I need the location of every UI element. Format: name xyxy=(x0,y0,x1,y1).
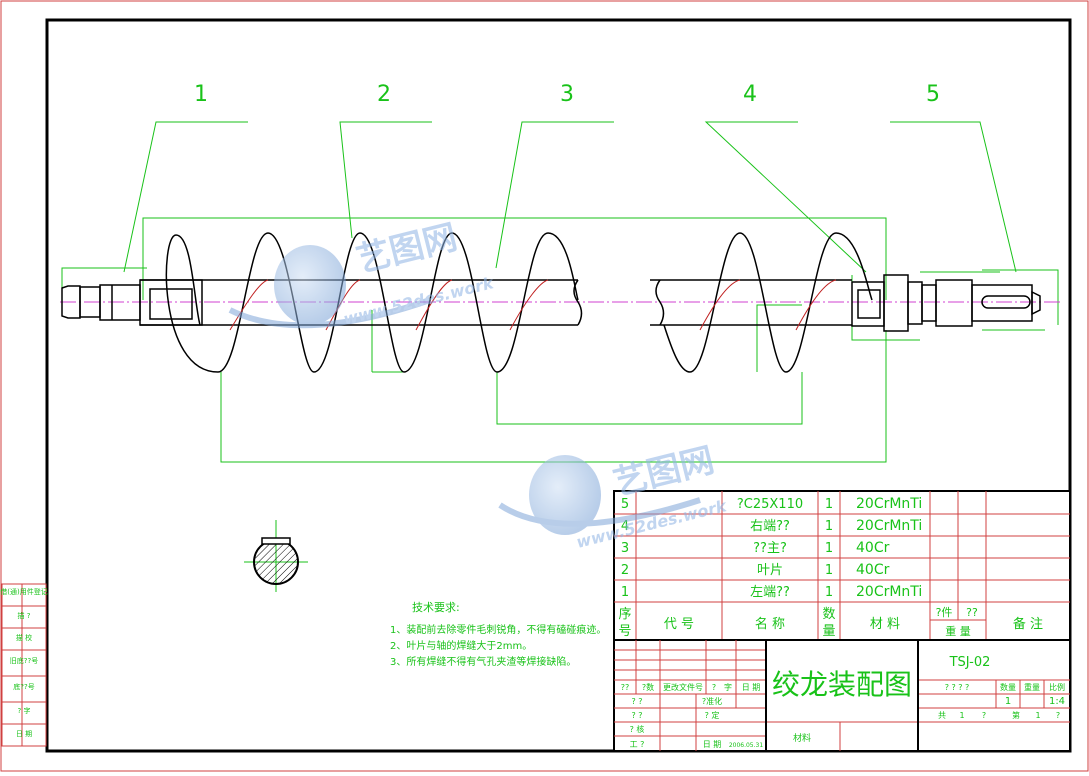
balloon-3: 3 xyxy=(560,82,574,107)
stage-label: ? ? ? ? xyxy=(945,683,970,692)
title-block-grid xyxy=(614,640,1070,751)
qty-value: 1 xyxy=(1005,696,1011,707)
date-label: 日 期 xyxy=(703,740,722,749)
sheet-number: 1 xyxy=(1035,711,1040,720)
rev-header-4: ? xyxy=(712,683,716,692)
scale-label: 比例 xyxy=(1049,682,1065,692)
bom-row-4-name: 右端?? xyxy=(750,519,790,534)
balloon-2: 2 xyxy=(377,82,391,107)
bom-header-code: 代 号 xyxy=(664,617,694,632)
bom-row-5-no: 5 xyxy=(621,497,629,512)
bom-row-5-name: ?C25X110 xyxy=(737,497,803,512)
bom-row-4-qty: 1 xyxy=(825,519,833,534)
drawing-title: 绞龙装配图 xyxy=(772,668,912,701)
material-label: 材料 xyxy=(793,732,811,744)
bom-row-3-material: 40Cr xyxy=(856,540,890,556)
role-3: ? 核 xyxy=(630,724,645,734)
inner-frame xyxy=(45,18,1072,753)
bom-row-2-no: 2 xyxy=(621,563,629,578)
bom-header-material: 材 料 xyxy=(870,617,900,632)
strip-label-7: 日 期 xyxy=(16,730,32,738)
bom-row-4-material: 20CrMnTi xyxy=(856,518,922,534)
date-value: 2006.05.31 xyxy=(729,742,764,749)
dimension-lines xyxy=(61,217,1059,463)
bom-header-no-1: 序 xyxy=(618,607,631,622)
bom-row-2-name: 叶片 xyxy=(757,563,783,578)
qty-label: 数量 xyxy=(1000,682,1016,692)
bom-header-remark: 备 注 xyxy=(1013,616,1043,632)
rev-header-5: 字 xyxy=(724,682,732,692)
scale-value: 1:4 xyxy=(1049,696,1065,707)
role-2: ? ? xyxy=(631,711,642,720)
shaft-section-view xyxy=(244,520,308,592)
bom-row-1-qty: 1 xyxy=(825,585,833,600)
strip-label-5: 底??号 xyxy=(13,682,34,691)
bom-row-3-name: ??主? xyxy=(753,541,787,556)
bom-header-qty-2: 量 xyxy=(822,624,835,639)
sheet-unit: ? xyxy=(1056,711,1060,720)
bom-row-1-name: 左端?? xyxy=(750,585,790,600)
strip-label-4: 旧底??号 xyxy=(10,656,38,665)
strip-label-2: 描 ? xyxy=(18,611,31,620)
tech-note-3: 3、所有焊缝不得有气孔夹渣等焊接缺陷。 xyxy=(390,655,576,668)
weight-label: 重量 xyxy=(1024,682,1040,692)
bom-row-4-no: 4 xyxy=(621,519,629,534)
bom-row-3-no: 3 xyxy=(621,541,629,556)
bom-row-1-material: 20CrMnTi xyxy=(856,584,922,600)
bom-header-qty-1: 数 xyxy=(822,607,835,622)
bom-header-unit-weight: ?件 xyxy=(936,606,953,619)
bom-header-no-2: 号 xyxy=(618,624,631,639)
bom-header-total-weight: ?? xyxy=(966,606,978,619)
balloon-5: 5 xyxy=(926,82,940,107)
leader-lines xyxy=(123,121,1017,273)
role-1: ? ? xyxy=(631,697,642,706)
bom-row-2-material: 40Cr xyxy=(856,562,890,578)
bom-row-5-qty: 1 xyxy=(825,497,833,512)
total-sheets: 1 xyxy=(959,711,964,720)
tech-note-2: 2、叶片与轴的焊缝大于2mm。 xyxy=(390,639,532,652)
balloon-1: 1 xyxy=(194,82,208,107)
bom-row-2-qty: 1 xyxy=(825,563,833,578)
strip-label-1: 借(通)用件登记 xyxy=(0,587,47,596)
total-label: 共 xyxy=(938,711,946,720)
rev-header-2: ?数 xyxy=(642,682,654,692)
role-4: 工 ? xyxy=(630,740,645,749)
globe-logo-icon xyxy=(529,455,601,535)
tech-notes-title: 技术要求: xyxy=(412,601,460,614)
rev-header-6: 日 期 xyxy=(742,683,761,692)
watermark-1-url: www.52des.work xyxy=(341,273,496,329)
bom-row-5-material: 20CrMnTi xyxy=(856,496,922,512)
strip-label-3: 描 校 xyxy=(16,633,32,642)
bom-row-1-no: 1 xyxy=(621,585,629,600)
auger-body xyxy=(61,232,1041,373)
rev-header-3: 更改文件号 xyxy=(663,682,703,692)
tech-note-1: 1、装配前去除零件毛刺锐角，不得有磕碰痕迹。 xyxy=(390,623,606,636)
sheet-label: 第 xyxy=(1012,710,1020,720)
strip-label-6: ? 字 xyxy=(18,706,31,715)
bom-header-name: 名 称 xyxy=(755,616,785,632)
left-registration-strip xyxy=(1,583,47,747)
rev-header-1: ?? xyxy=(621,683,630,692)
approval-2: ? 定 xyxy=(705,710,720,720)
approval-1: ?准化 xyxy=(702,696,722,706)
balloon-4: 4 xyxy=(743,82,757,107)
bom-row-3-qty: 1 xyxy=(825,541,833,556)
watermark-1-cn: 艺图网 xyxy=(353,217,462,280)
globe-logo-icon xyxy=(274,245,346,325)
drawing-number: TSJ-02 xyxy=(949,655,991,670)
total-unit: ? xyxy=(982,711,986,720)
bom-header-weight: 重 量 xyxy=(945,624,971,638)
